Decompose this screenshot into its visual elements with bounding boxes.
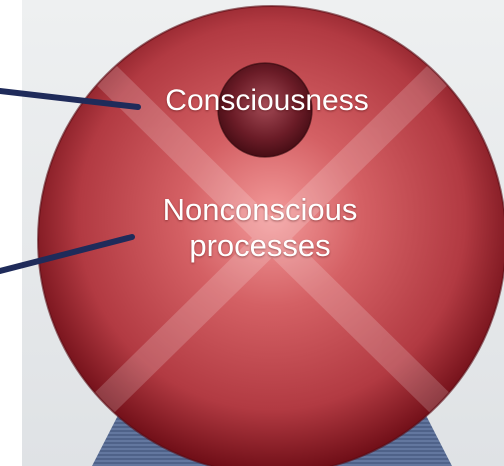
- pointer-line-consciousness: [0, 88, 141, 110]
- nonconscious-label-line1: Nonconscious: [162, 192, 358, 227]
- nonconscious-label: Nonconscious processes: [120, 192, 400, 263]
- pointer-line-nonconscious: [0, 234, 135, 274]
- consciousness-label: Consciousness: [165, 84, 369, 117]
- nonconscious-sphere: [37, 5, 504, 466]
- consciousness-sphere: [217, 62, 313, 158]
- nonconscious-label-line2: processes: [189, 227, 331, 263]
